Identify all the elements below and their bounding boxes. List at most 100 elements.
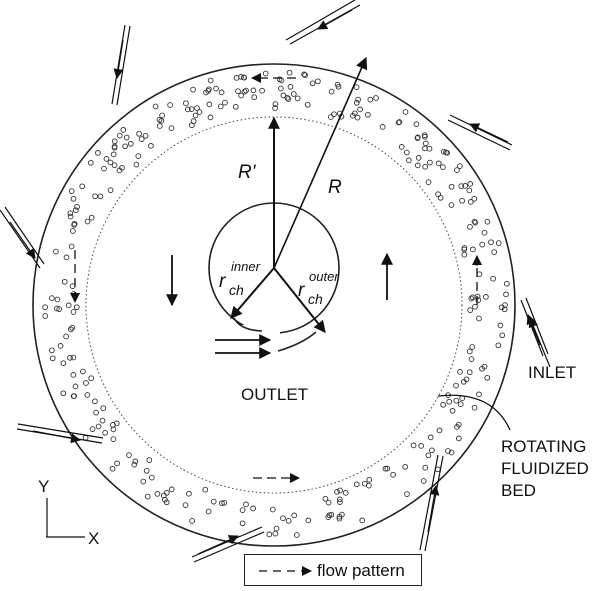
bed-particle bbox=[273, 525, 280, 532]
bed-particle bbox=[70, 354, 77, 361]
bed-particle bbox=[410, 442, 417, 449]
inlet-right bbox=[447, 114, 513, 151]
bed-particle bbox=[219, 500, 225, 507]
bed-particle bbox=[461, 245, 468, 251]
inlet-label: INLET bbox=[528, 363, 576, 382]
bed-particle bbox=[435, 191, 441, 198]
bed-particle bbox=[472, 219, 479, 226]
bed-particle bbox=[328, 114, 334, 120]
bed-particle bbox=[365, 111, 371, 118]
bed-particle bbox=[70, 228, 76, 234]
bed-particle bbox=[49, 347, 55, 354]
bed-particle bbox=[467, 223, 473, 230]
bed-particle bbox=[404, 491, 410, 497]
bed-particle bbox=[280, 515, 286, 522]
bed-particle bbox=[429, 447, 435, 454]
bed-particle bbox=[70, 309, 77, 315]
bed-particle bbox=[405, 157, 412, 164]
bed-particle bbox=[287, 83, 294, 90]
bed-particle bbox=[79, 183, 86, 190]
bed-particle bbox=[422, 145, 428, 152]
bed-particle bbox=[336, 515, 343, 522]
bed-particle bbox=[290, 91, 297, 97]
bed-particle bbox=[322, 495, 329, 502]
bed-particle bbox=[207, 77, 214, 84]
bed-particle bbox=[476, 315, 482, 322]
bed-particle bbox=[239, 507, 246, 513]
bed-flow-arrows bbox=[70, 73, 482, 483]
bed-particle bbox=[293, 532, 300, 538]
bed-particle bbox=[61, 278, 68, 285]
bed-particle bbox=[294, 95, 301, 102]
inlet-left bbox=[0, 206, 45, 269]
bed-particle bbox=[472, 303, 478, 310]
r-radius-arrow bbox=[273, 56, 368, 269]
bed-particle bbox=[414, 134, 421, 141]
chimney-curl-inner bbox=[233, 317, 263, 332]
bed-particles bbox=[42, 69, 510, 538]
bed-particle bbox=[156, 116, 163, 123]
bed-particle bbox=[427, 159, 433, 166]
bed-particle bbox=[448, 449, 455, 456]
bed-particle bbox=[133, 161, 140, 168]
bed-particle bbox=[88, 375, 95, 382]
bed-particle bbox=[467, 199, 474, 205]
bed-particle bbox=[154, 491, 161, 497]
bed-particle bbox=[458, 183, 465, 189]
bed-particle bbox=[351, 110, 358, 117]
bed-particle bbox=[138, 136, 145, 142]
bed-particle bbox=[476, 271, 483, 278]
bed-particle bbox=[72, 383, 79, 390]
bed-particle bbox=[206, 101, 213, 108]
bed-particle bbox=[122, 143, 128, 150]
r-label: R bbox=[328, 177, 342, 198]
inlet-bottom-right bbox=[419, 454, 444, 552]
bed-particle bbox=[491, 249, 498, 255]
bed-particle bbox=[315, 78, 321, 85]
bed-particle bbox=[448, 202, 455, 208]
bed-particle bbox=[182, 502, 189, 508]
bed-particle bbox=[67, 354, 73, 361]
bed-particle bbox=[342, 490, 349, 496]
bed-particle bbox=[469, 344, 476, 350]
bed-particle bbox=[67, 326, 74, 333]
inlet-leader-line bbox=[528, 317, 551, 368]
bed-particle bbox=[49, 295, 55, 301]
bed-particle bbox=[359, 517, 366, 524]
bed-particle bbox=[238, 74, 244, 80]
bed-particle bbox=[426, 145, 433, 152]
bed-particle bbox=[396, 119, 403, 125]
bed-particle bbox=[251, 94, 258, 101]
y-axis-label: Y bbox=[38, 477, 49, 496]
bed-particle bbox=[302, 72, 308, 79]
bed-particle bbox=[331, 111, 337, 118]
bed-particle bbox=[499, 332, 506, 339]
bed-particle bbox=[144, 493, 151, 500]
bed-particle bbox=[240, 74, 247, 81]
bed-particle bbox=[470, 246, 476, 253]
bed-particle bbox=[440, 148, 447, 155]
bed-particle bbox=[109, 465, 116, 472]
bed-particle bbox=[110, 151, 117, 158]
bed-particle bbox=[239, 520, 246, 527]
bed-particle bbox=[467, 307, 474, 313]
bed-particle bbox=[110, 422, 116, 428]
bed-particle bbox=[63, 333, 69, 340]
bed-particle bbox=[481, 229, 488, 236]
bed-particle bbox=[446, 398, 453, 405]
bed-particle bbox=[488, 239, 494, 246]
bed-particle bbox=[422, 464, 429, 471]
bed-particle bbox=[495, 342, 502, 349]
r-inner-subscript: ch bbox=[229, 282, 244, 298]
bed-particle bbox=[484, 374, 491, 381]
inlet-lower-left bbox=[16, 423, 104, 444]
bed-particle bbox=[196, 109, 203, 115]
bed-particle bbox=[42, 313, 49, 319]
bed-label-line1: ROTATING bbox=[501, 437, 586, 456]
bed-particle bbox=[84, 218, 91, 225]
bed-particle bbox=[207, 114, 214, 121]
bed-particle bbox=[475, 297, 482, 303]
bed-particle bbox=[56, 306, 63, 312]
bed-particle bbox=[222, 99, 228, 106]
